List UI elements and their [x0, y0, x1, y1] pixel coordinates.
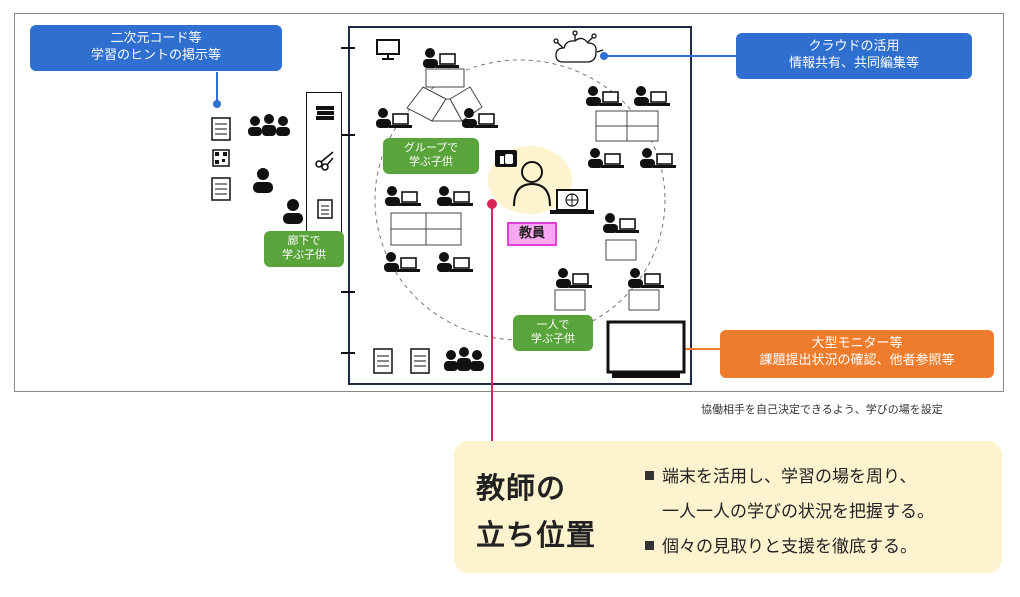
cloud-network-icon	[553, 30, 604, 63]
table-icon	[605, 239, 637, 261]
summary-box	[454, 441, 1002, 573]
scroll-icon	[211, 117, 231, 141]
student-laptop-icon	[437, 186, 473, 206]
student-laptop-icon	[628, 268, 664, 288]
corridor-label-line1: 廊下で	[287, 234, 321, 247]
individual-learning-label: 一人で 学ぶ子供	[513, 315, 593, 351]
table-icon	[390, 212, 462, 246]
student-laptop-icon	[423, 48, 459, 68]
qr-hint-callout: 二次元コード等 学習のヒントの掲示等	[30, 25, 282, 71]
student-laptop-icon	[634, 86, 670, 106]
bullet-text: 一人一人の学びの状況を把握する。	[662, 502, 934, 522]
monitor-callout: 大型モニター等 課題提出状況の確認、他者参照等	[720, 330, 994, 378]
caption-note: 協働相手を自己決定できるよう、学びの場を設定	[701, 403, 943, 416]
wall-tick	[341, 47, 355, 49]
wall-tick	[341, 134, 355, 136]
scissors-icon	[315, 151, 334, 171]
bullet-text: 端末を活用し、学習の場を周り、	[662, 467, 917, 487]
student-laptop-icon	[588, 148, 624, 168]
classroom-outline	[348, 26, 692, 385]
table-icon	[406, 68, 483, 122]
corridor-label-line2: 学ぶ子供	[282, 248, 326, 261]
student-laptop-icon	[384, 252, 420, 272]
student-laptop-icon	[556, 268, 592, 288]
table-icon	[595, 110, 659, 142]
cloud-callout-line1: クラウドの活用	[808, 39, 900, 54]
table-icon	[554, 289, 586, 311]
scroll-icon	[373, 348, 393, 374]
student-laptop-icon	[437, 252, 473, 272]
books-icon	[316, 106, 334, 120]
wall-tick	[341, 291, 355, 293]
individual-label-line1: 一人で	[536, 318, 570, 331]
qr-connector-dot	[213, 100, 221, 108]
person-icon	[253, 168, 273, 193]
bullet-square	[645, 470, 654, 480]
qr-callout-line1: 二次元コード等	[110, 31, 202, 46]
summary-bullet-2: 個々の見取りと支援を徹底する。	[645, 532, 917, 557]
student-laptop-icon	[640, 148, 676, 168]
people-group-icon	[248, 114, 290, 136]
student-laptop-icon	[462, 108, 498, 128]
group-learning-label: グループで 学ぶ子供	[383, 138, 479, 174]
teacher-label: 教員	[507, 222, 557, 246]
individual-label-line2: 学ぶ子供	[531, 332, 575, 345]
globe-laptop-icon	[550, 189, 594, 214]
student-laptop-icon	[586, 86, 622, 106]
cloud-callout: クラウドの活用 情報共有、共同編集等	[736, 33, 972, 79]
scroll-icon	[410, 348, 430, 374]
people-group-icon	[444, 347, 484, 371]
wall-tick	[341, 352, 355, 354]
summary-bullet-1-cont: 一人一人の学びの状況を把握する。	[662, 497, 934, 522]
students-layer	[376, 48, 676, 288]
monitor-callout-line1: 大型モニター等	[811, 336, 903, 351]
teacher-icon	[513, 161, 551, 207]
monitor-callout-line2: 課題提出状況の確認、他者参照等	[759, 353, 955, 368]
scroll-icon	[211, 177, 231, 201]
table-icon	[628, 289, 660, 311]
teacher-pointer-dot	[487, 199, 497, 209]
summary-title-line1: 教師の	[476, 471, 567, 505]
group-label-line1: グループで	[403, 141, 459, 154]
summary-bullet-1: 端末を活用し、学習の場を周り、	[645, 462, 916, 487]
corridor-learning-label: 廊下で 学ぶ子供	[264, 231, 344, 267]
person-icon	[283, 199, 303, 224]
qr-callout-line2: 学習のヒントの掲示等	[90, 48, 221, 63]
cloud-connector-dot	[600, 52, 608, 60]
document-icon	[317, 199, 333, 219]
thumbs-up-icon	[495, 150, 517, 167]
group-label-line2: 学ぶ子供	[409, 155, 453, 168]
cloud-callout-line2: 情報共有、共同編集等	[788, 56, 919, 71]
bullet-square	[645, 540, 654, 550]
student-laptop-icon	[603, 213, 639, 233]
student-laptop-icon	[385, 186, 421, 206]
qr-code-icon	[212, 149, 230, 167]
circulation-path	[374, 59, 666, 341]
student-laptop-icon	[376, 108, 412, 128]
tables-layer	[390, 110, 660, 311]
summary-title-line2: 立ち位置	[476, 518, 597, 552]
desktop-monitor-icon	[376, 39, 400, 60]
bullet-text: 個々の見取りと支援を徹底する。	[662, 537, 917, 557]
large-monitor-icon	[606, 320, 686, 378]
